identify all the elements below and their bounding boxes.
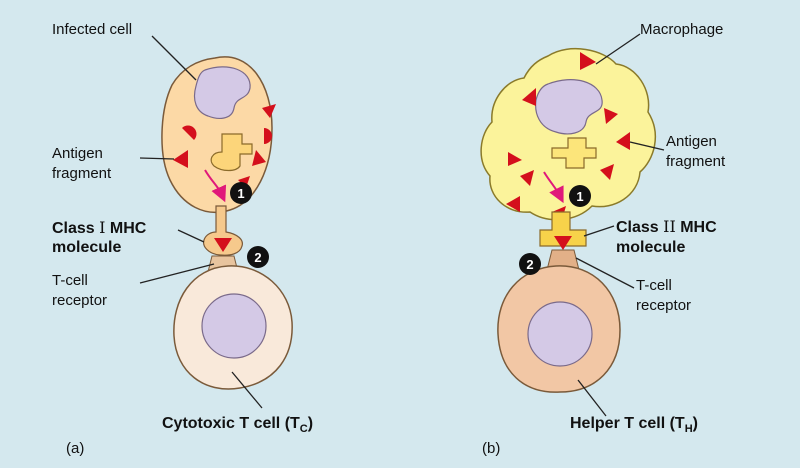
antigen-fragment: [522, 88, 536, 106]
label-helper-t-cell: Helper T cell (TH): [570, 415, 698, 435]
panel-letter-a: (a): [66, 440, 84, 457]
antigen-fragment: [508, 152, 522, 166]
antigen-fragment: [580, 52, 596, 70]
panel-b: 1 2 Macrophage Antigen fragment Class II…: [480, 21, 726, 457]
antigen-fragment: [506, 196, 520, 212]
label-class-i-mhc: Class I MHC: [52, 218, 147, 237]
step-1-badge-b: 1: [569, 185, 591, 207]
antigen-processing-shape-b: [551, 137, 597, 169]
macrophage-nucleus: [535, 79, 603, 135]
step-1-badge: 1: [230, 182, 252, 204]
label-tcr-a-line2: receptor: [52, 292, 107, 309]
svg-text:1: 1: [237, 186, 244, 201]
label-antigen-fragment-a-line1: Antigen: [52, 145, 103, 162]
processing-arrow: [204, 169, 227, 203]
antigen-fragment: [182, 125, 197, 140]
label-class-ii-mhc: Class II MHC: [616, 217, 717, 236]
antigen-fragment: [173, 150, 188, 168]
antigen-fragment: [264, 128, 272, 144]
antigen-processing-shape: [210, 133, 253, 172]
antigen-fragment: [262, 104, 276, 118]
antigen-fragment: [520, 170, 534, 186]
antigen-fragment: [600, 164, 614, 180]
step-2-badge: 2: [247, 246, 269, 268]
t-cell-nucleus-b: [527, 301, 593, 367]
t-cell-nucleus: [201, 293, 267, 359]
panel-letter-b: (b): [482, 440, 500, 457]
antigen-presented-b: [554, 236, 572, 250]
step-2-badge-b: 2: [519, 253, 541, 275]
antigen-presented: [214, 238, 232, 252]
antigen-fragment: [604, 108, 618, 124]
label-antigen-fragment-b-line1: Antigen: [666, 133, 717, 150]
label-class-i-mhc-line2: molecule: [52, 239, 121, 256]
mhc-class-ii-molecule: [539, 211, 587, 247]
label-class-ii-mhc-line2: molecule: [616, 239, 685, 256]
svg-text:2: 2: [254, 250, 261, 265]
svg-text:2: 2: [526, 257, 533, 272]
mhc-class-i-molecule: [203, 205, 243, 256]
label-cytotoxic-t-cell: Cytotoxic T cell (TC): [162, 415, 313, 435]
processing-arrow-b: [543, 171, 564, 204]
label-macrophage: Macrophage: [640, 21, 723, 38]
svg-text:1: 1: [576, 189, 583, 204]
label-tcr-a-line1: T-cell: [52, 272, 88, 289]
antigen-fragment: [616, 132, 630, 150]
label-antigen-fragment-b-line2: fragment: [666, 153, 726, 170]
label-antigen-fragment-a-line2: fragment: [52, 165, 112, 182]
panel-a: 1 2 Infected cell Antigen fragment Class…: [52, 21, 313, 457]
infected-cell-nucleus: [193, 66, 251, 119]
label-infected-cell: Infected cell: [52, 21, 132, 38]
label-tcr-b-line2: receptor: [636, 297, 691, 314]
label-tcr-b-line1: T-cell: [636, 277, 672, 294]
antigen-fragment: [252, 150, 266, 166]
